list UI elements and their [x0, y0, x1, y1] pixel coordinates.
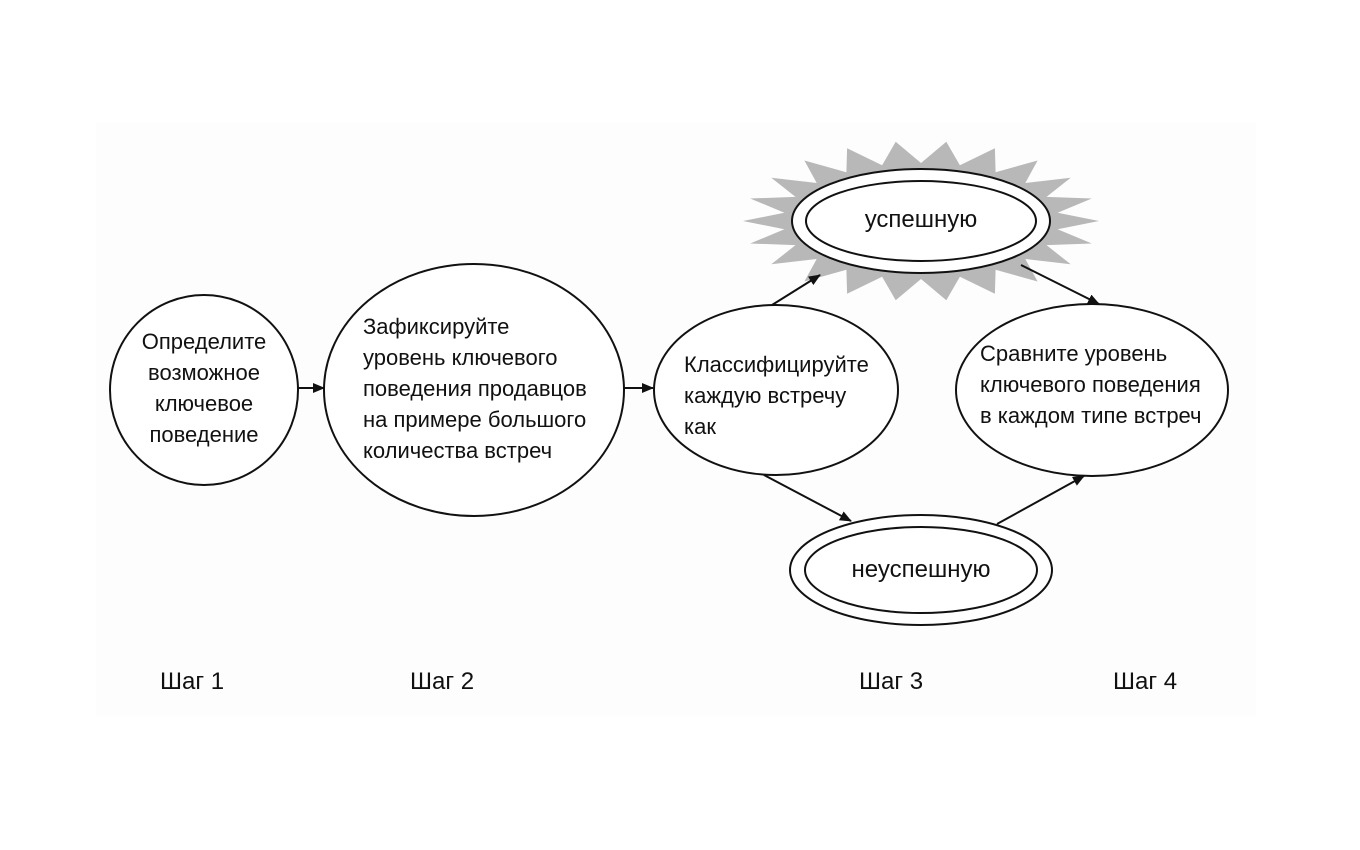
step-label-4: Шаг 4 — [1113, 668, 1178, 695]
step-label-3: Шаг 3 — [859, 668, 924, 695]
node-compare-text: Сравните уровень ключевого поведения в к… — [980, 341, 1202, 428]
node-success-inner — [805, 180, 1037, 262]
node-failure-inner — [804, 526, 1038, 614]
step-label-1: Шаг 1 — [160, 668, 225, 695]
edge-classify-success — [771, 274, 821, 306]
node-step1-text: Определите возможное ключевое поведение — [141, 329, 267, 447]
node-failure-text: неуспешную — [851, 556, 991, 583]
node-success-text: успешную — [864, 206, 978, 233]
node-step2-text: Зафиксируйте уровень ключевого поведения… — [363, 314, 587, 463]
edge-failure-compare — [996, 475, 1085, 525]
node-classify-ellipse — [653, 304, 899, 476]
node-step1-ellipse — [109, 294, 299, 486]
edge-classify-failure — [763, 474, 852, 522]
step-label-2: Шаг 2 — [410, 668, 475, 695]
edge-success-compare — [1020, 264, 1100, 305]
node-classify-text: Классифицируйте каждую встречу как — [684, 352, 869, 439]
